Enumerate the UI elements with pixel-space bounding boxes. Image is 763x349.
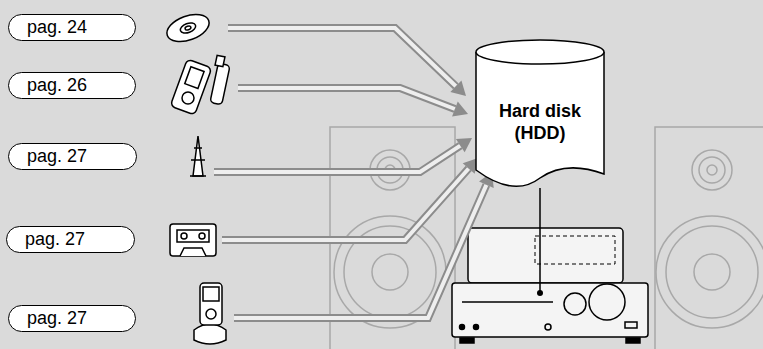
ipod-dock-icon [194, 283, 226, 344]
right-speaker [655, 127, 763, 349]
page-label: pag. 24 [27, 17, 87, 38]
player-icon [170, 55, 230, 115]
cd-icon [163, 9, 213, 47]
page-label: pag. 27 [25, 229, 85, 250]
cassette-icon [170, 224, 216, 256]
page-label: pag. 27 [27, 308, 87, 329]
stereo-unit [452, 228, 648, 343]
page-reference: pag. 27 [6, 226, 135, 253]
page-reference: pag. 26 [8, 72, 136, 99]
arrow-core [234, 185, 486, 318]
hdd-dot [537, 290, 543, 296]
cylinder-top [476, 40, 604, 64]
arrow-core [214, 146, 460, 172]
antenna-icon [190, 136, 206, 176]
arrow-band [228, 28, 456, 86]
arrow-band [222, 168, 469, 240]
hdd-leader [539, 188, 541, 293]
arrow-band [234, 185, 486, 318]
arrow-core [222, 168, 469, 240]
page-label: pag. 26 [27, 75, 87, 96]
arrow-band [214, 146, 460, 172]
page-reference: pag. 24 [8, 14, 136, 41]
page-label: pag. 27 [27, 146, 87, 167]
hard-disk-cylinder: Hard disk (HDD) [474, 38, 606, 190]
cylinder-body [476, 52, 604, 186]
arrow-head [452, 102, 468, 117]
page-reference: pag. 27 [8, 143, 137, 170]
arrow-band [238, 88, 455, 109]
arrow-head [456, 138, 472, 152]
hdd-label: Hard disk (HDD) [492, 100, 588, 144]
arrow-core [238, 88, 455, 109]
arrow-core [228, 28, 456, 86]
arrow-head [450, 81, 466, 96]
text-wrap: Hard disk (HDD) [492, 100, 588, 144]
page-reference: pag. 27 [8, 305, 136, 332]
